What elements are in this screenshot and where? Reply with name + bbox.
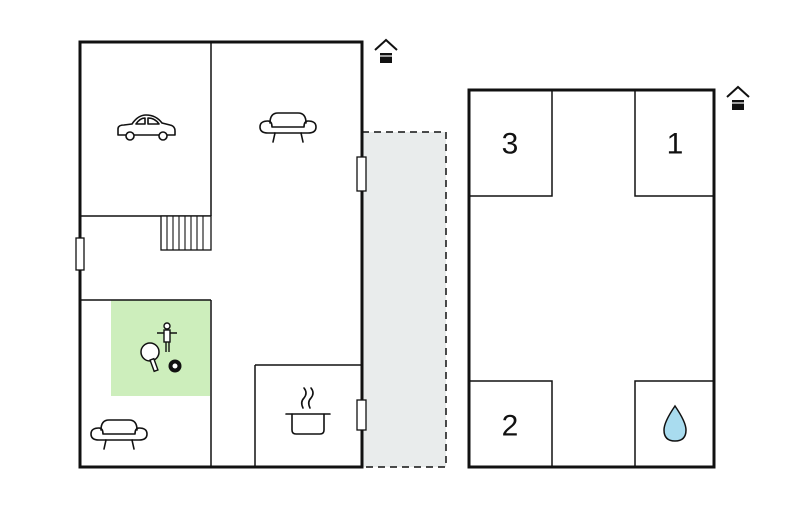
games-room [111, 300, 210, 396]
games-icon [140, 322, 182, 373]
bedroom-number: 1 [667, 128, 684, 161]
ground-floor [75, 38, 398, 469]
cooking-pot-icon [285, 387, 331, 435]
ground-floor-outline [78, 40, 364, 469]
house-entrance-icon [726, 85, 750, 110]
sofa-icon [259, 112, 317, 143]
car-icon [117, 114, 176, 141]
window [356, 399, 367, 431]
sofa-icon [90, 419, 148, 450]
stairs-icon [160, 215, 212, 251]
water-drop-icon [663, 404, 687, 442]
upper-floor: 3 1 2 [467, 85, 750, 469]
upper-floor-outline [467, 88, 716, 469]
bedroom-number: 3 [502, 128, 519, 161]
window [356, 156, 367, 192]
house-entrance-icon [374, 38, 398, 63]
bedroom-number: 2 [502, 410, 519, 443]
terrace [362, 131, 447, 468]
window [75, 237, 85, 271]
